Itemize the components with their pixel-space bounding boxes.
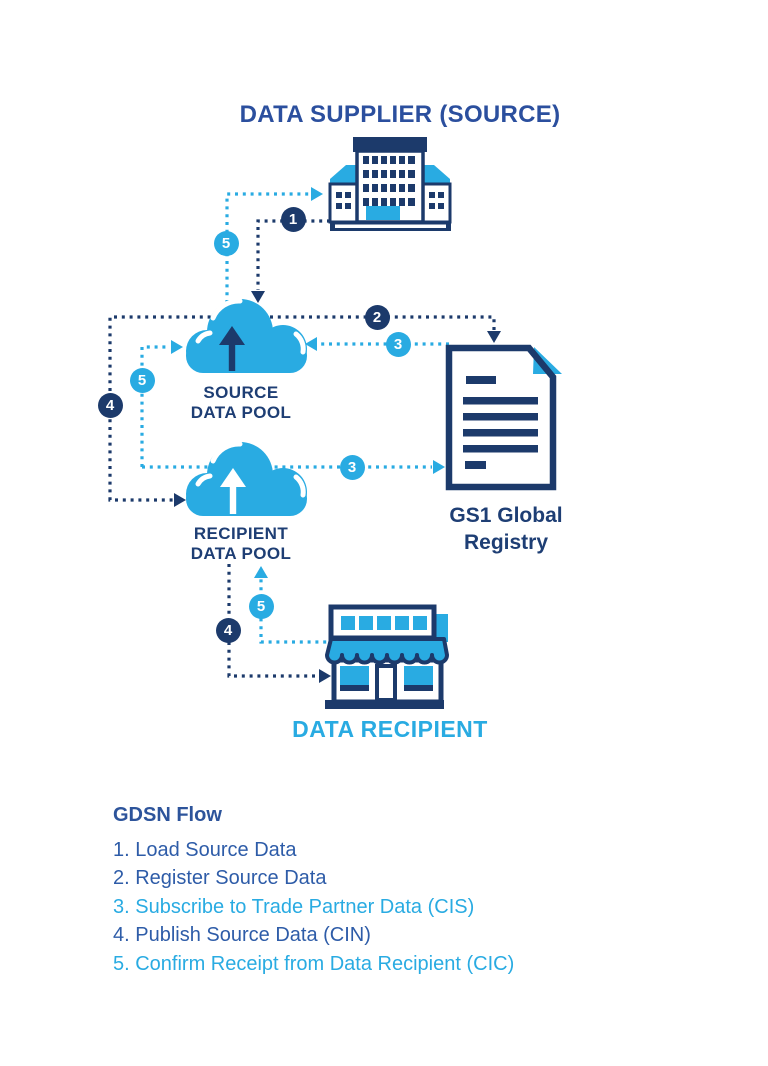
- source-data-pool-cloud-icon: [186, 298, 307, 373]
- legend-item: 1. Load Source Data: [113, 839, 297, 861]
- legend-items: 1. Load Source Data 2. Register Source Da…: [113, 836, 514, 978]
- flow-line-2-and-4: [108, 315, 501, 507]
- flow-line-4-publish-to-recipient: [227, 564, 331, 683]
- flow-line-5-recipient-to-pool: [254, 566, 334, 644]
- flow-badge-2: 2: [364, 304, 390, 330]
- recipient-pool-line1: RECIPIENT: [193, 524, 289, 543]
- legend-title: GDSN Flow: [113, 804, 222, 826]
- registry-line1: GS1 Global: [449, 504, 563, 527]
- flow-badge-4: 4: [97, 392, 123, 418]
- flow-badge-4: 4: [215, 617, 241, 643]
- source-pool-line1: SOURCE: [203, 383, 279, 402]
- flow-line-3-subscribe-to-registry: [142, 460, 445, 474]
- source-data-pool-label: SOURCE DATA POOL: [191, 383, 292, 423]
- flow-badge-1: 1: [280, 206, 306, 232]
- source-pool-line2: DATA POOL: [190, 403, 292, 422]
- legend-item: 2. Register Source Data: [113, 867, 327, 890]
- gdsn-flow-legend: GDSN Flow 1. Load Source Data 2. Register…: [113, 804, 514, 978]
- registry-document-icon: [445, 344, 562, 491]
- recipient-title: DATA RECIPIENT: [292, 716, 488, 742]
- legend-item: 3. Subscribe to Trade Partner Data (CIS): [113, 895, 475, 918]
- flow-line-3-registry-to-source: [305, 337, 449, 351]
- registry-label: GS1 Global Registry: [449, 502, 562, 556]
- flow-badge-3: 3: [385, 331, 411, 357]
- recipient-data-pool-label: RECIPIENT DATA POOL: [191, 524, 292, 564]
- flow-badge-3: 3: [339, 454, 365, 480]
- flow-line-5-pool-to-supplier: [225, 187, 323, 303]
- legend-item: 4. Publish Source Data (CIN): [113, 924, 371, 947]
- flow-line-5-pool-to-pool: [140, 340, 183, 467]
- storefront-icon: [325, 604, 449, 709]
- recipient-data-pool-cloud-icon: [186, 441, 307, 516]
- flow-badge-5: 5: [129, 367, 155, 393]
- flow-lines: [108, 187, 501, 683]
- office-building-icon: [328, 137, 452, 231]
- supplier-title: DATA SUPPLIER (SOURCE): [239, 101, 561, 128]
- flow-badge-5: 5: [213, 230, 239, 256]
- recipient-pool-line2: DATA POOL: [190, 544, 292, 563]
- upload-arrow-icon: [220, 468, 246, 514]
- upload-arrow-icon: [219, 326, 245, 371]
- legend-item: 5. Confirm Receipt from Data Recipient (…: [113, 952, 515, 975]
- registry-line2: Registry: [463, 531, 549, 554]
- flow-badge-5: 5: [248, 593, 274, 619]
- flow-line-1-load-source-data: [251, 219, 330, 303]
